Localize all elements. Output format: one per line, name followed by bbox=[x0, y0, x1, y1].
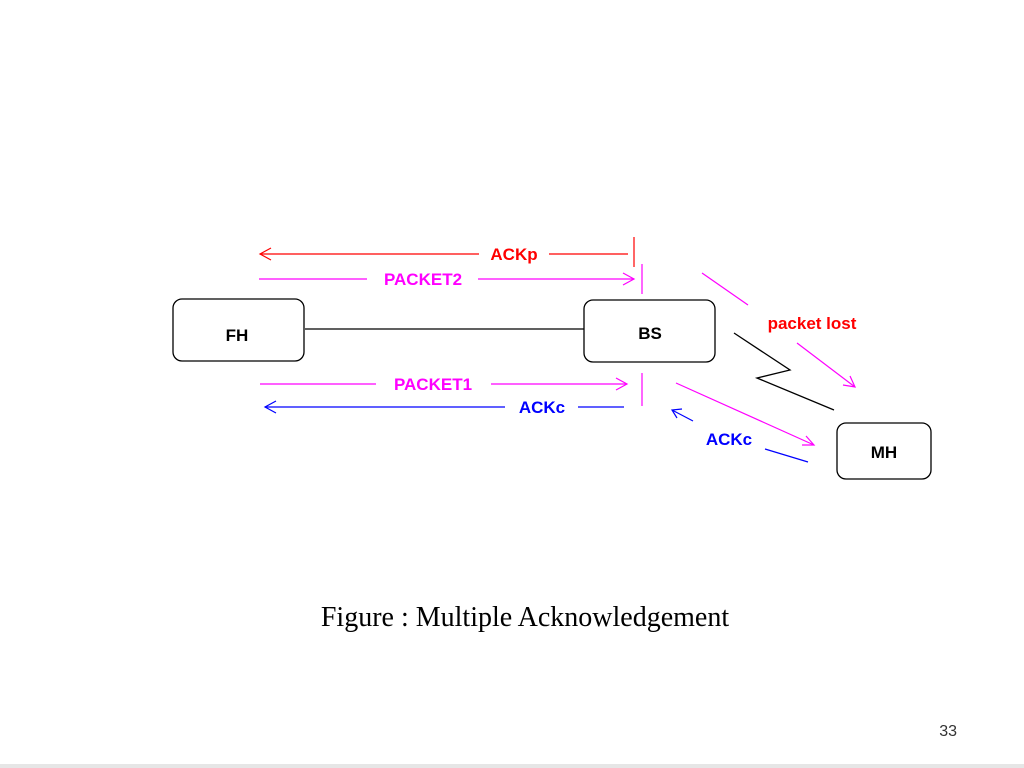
packet-lost-label: packet lost bbox=[768, 314, 857, 333]
ackp-label: ACKp bbox=[490, 245, 537, 264]
packet-to-mh-arrow bbox=[675, 382, 816, 446]
node-mh-label: MH bbox=[871, 443, 897, 462]
ackp-arrow bbox=[258, 237, 635, 267]
node-bs-label: BS bbox=[638, 324, 662, 343]
ackc-wired-arrow bbox=[263, 400, 624, 414]
ackc-wired-label: ACKc bbox=[519, 398, 565, 417]
figure-caption: Figure : Multiple Acknowledgement bbox=[320, 602, 730, 633]
node-mh: MH bbox=[836, 422, 932, 480]
packet-lost-arrow bbox=[701, 272, 857, 388]
ackc-wireless-label: ACKc bbox=[706, 430, 752, 449]
packet2-label: PACKET2 bbox=[384, 270, 462, 289]
slide-footer-bar bbox=[0, 764, 1024, 768]
wireless-link bbox=[733, 332, 835, 411]
node-bs: BS bbox=[583, 299, 716, 363]
ackc-wireless-arrow bbox=[670, 408, 809, 463]
packet1-label: PACKET1 bbox=[394, 375, 472, 394]
page-number: 33 bbox=[939, 723, 957, 740]
node-fh-label: FH bbox=[226, 326, 249, 345]
packet1-arrow bbox=[260, 373, 643, 406]
node-fh: FH bbox=[172, 298, 305, 362]
packet2-arrow bbox=[259, 264, 643, 294]
